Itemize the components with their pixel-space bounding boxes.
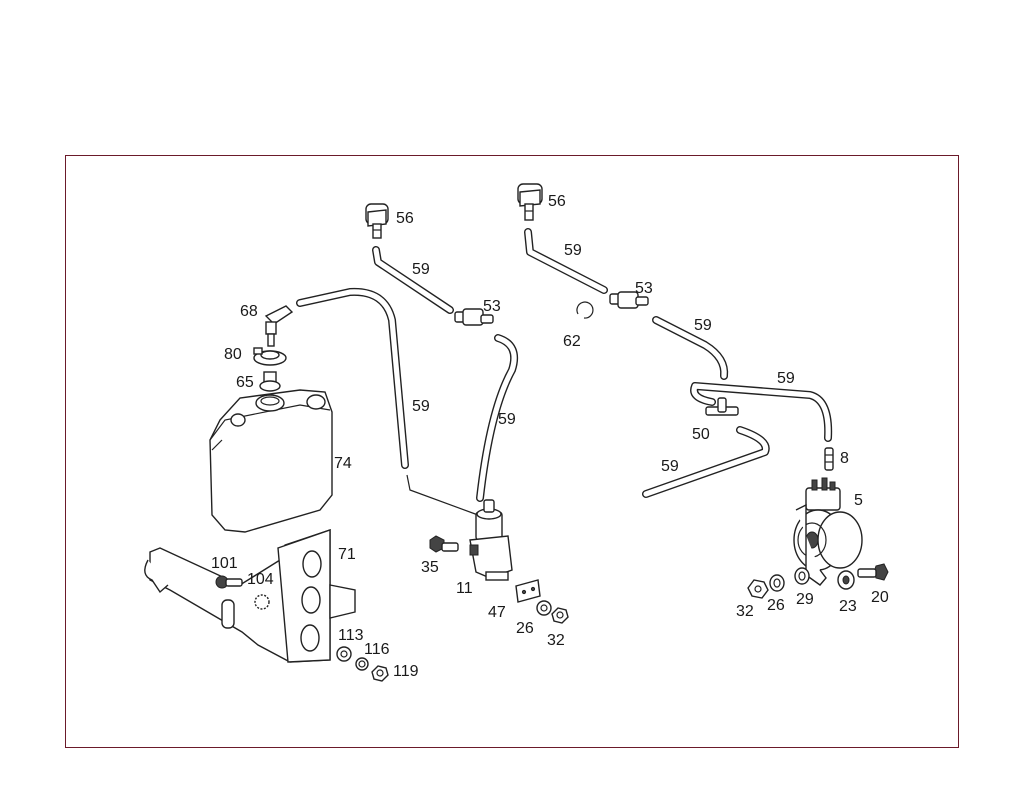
hose-59-mid-right — [652, 316, 729, 380]
t-piece-50 — [705, 397, 739, 416]
label-116: 116 — [364, 641, 390, 658]
check-valve-left — [454, 308, 494, 326]
washer-tank — [209, 389, 333, 533]
label-29: 29 — [796, 591, 814, 608]
hose-59-loop — [690, 382, 833, 442]
washer-26-left — [536, 600, 552, 616]
valve-unit-11 — [469, 499, 513, 581]
nozzle-right — [517, 183, 543, 221]
label-65: 65 — [236, 374, 254, 391]
hose-59-pump-up — [476, 334, 519, 502]
label-32-left: 32 — [547, 632, 565, 649]
label-59-a: 59 — [412, 261, 430, 278]
label-56-right: 56 — [548, 193, 566, 210]
label-101: 101 — [211, 555, 238, 572]
label-11: 11 — [456, 580, 473, 597]
label-71: 71 — [338, 546, 356, 563]
nut-119 — [371, 665, 389, 682]
sieve-80 — [253, 347, 287, 366]
check-valve-right — [609, 291, 649, 309]
cap-65 — [259, 371, 281, 392]
hose-59-lower — [642, 426, 770, 498]
hose-59-nozzle-right — [524, 228, 608, 294]
label-59-e: 59 — [694, 317, 712, 334]
washer-26-right — [769, 574, 785, 592]
washer-113 — [336, 646, 352, 662]
label-59-d: 59 — [498, 411, 516, 428]
label-56-left: 56 — [396, 210, 414, 227]
hose-59-nozzle-left — [372, 246, 454, 314]
bolt-101 — [215, 575, 243, 589]
bracket-71 — [144, 529, 356, 663]
label-26-right: 26 — [767, 597, 785, 614]
label-59-b: 59 — [564, 242, 582, 259]
label-74: 74 — [334, 455, 352, 472]
leader-line — [406, 474, 479, 516]
label-8: 8 — [840, 450, 849, 467]
label-59-f: 59 — [777, 370, 795, 387]
label-119: 119 — [393, 663, 419, 680]
label-113: 113 — [338, 627, 364, 644]
pump-5 — [793, 477, 863, 586]
label-35: 35 — [421, 559, 439, 576]
elbow-68 — [264, 305, 294, 347]
washer-29 — [794, 567, 810, 585]
label-104: 104 — [247, 571, 274, 588]
callout-labels: 56 56 59 59 59 59 59 59 59 53 53 68 80 6… — [211, 193, 889, 680]
label-59-g: 59 — [661, 458, 679, 475]
label-68: 68 — [240, 303, 258, 320]
washer-23 — [837, 570, 855, 590]
nut-32-left — [551, 607, 569, 624]
clip-62 — [576, 301, 594, 319]
label-50: 50 — [692, 426, 710, 443]
washer-116 — [355, 657, 369, 671]
washer-104 — [254, 594, 270, 610]
bolt-20 — [857, 563, 889, 581]
label-62: 62 — [563, 333, 581, 350]
nut-32-right — [747, 579, 769, 599]
label-53-right: 53 — [635, 280, 653, 297]
label-26-left: 26 — [516, 620, 534, 637]
label-32-right: 32 — [736, 603, 754, 620]
label-80: 80 — [224, 346, 242, 363]
nozzle-left — [365, 203, 389, 239]
label-59-c: 59 — [412, 398, 430, 415]
hose-59-left-long — [296, 287, 409, 469]
diagram-frame — [65, 155, 959, 748]
label-53-left: 53 — [483, 298, 501, 315]
plate-47 — [515, 579, 541, 603]
label-20: 20 — [871, 589, 889, 606]
label-5: 5 — [854, 492, 863, 509]
label-47: 47 — [488, 604, 506, 621]
label-23: 23 — [839, 598, 857, 615]
bolt-35 — [429, 535, 459, 553]
connector-8 — [824, 447, 834, 471]
